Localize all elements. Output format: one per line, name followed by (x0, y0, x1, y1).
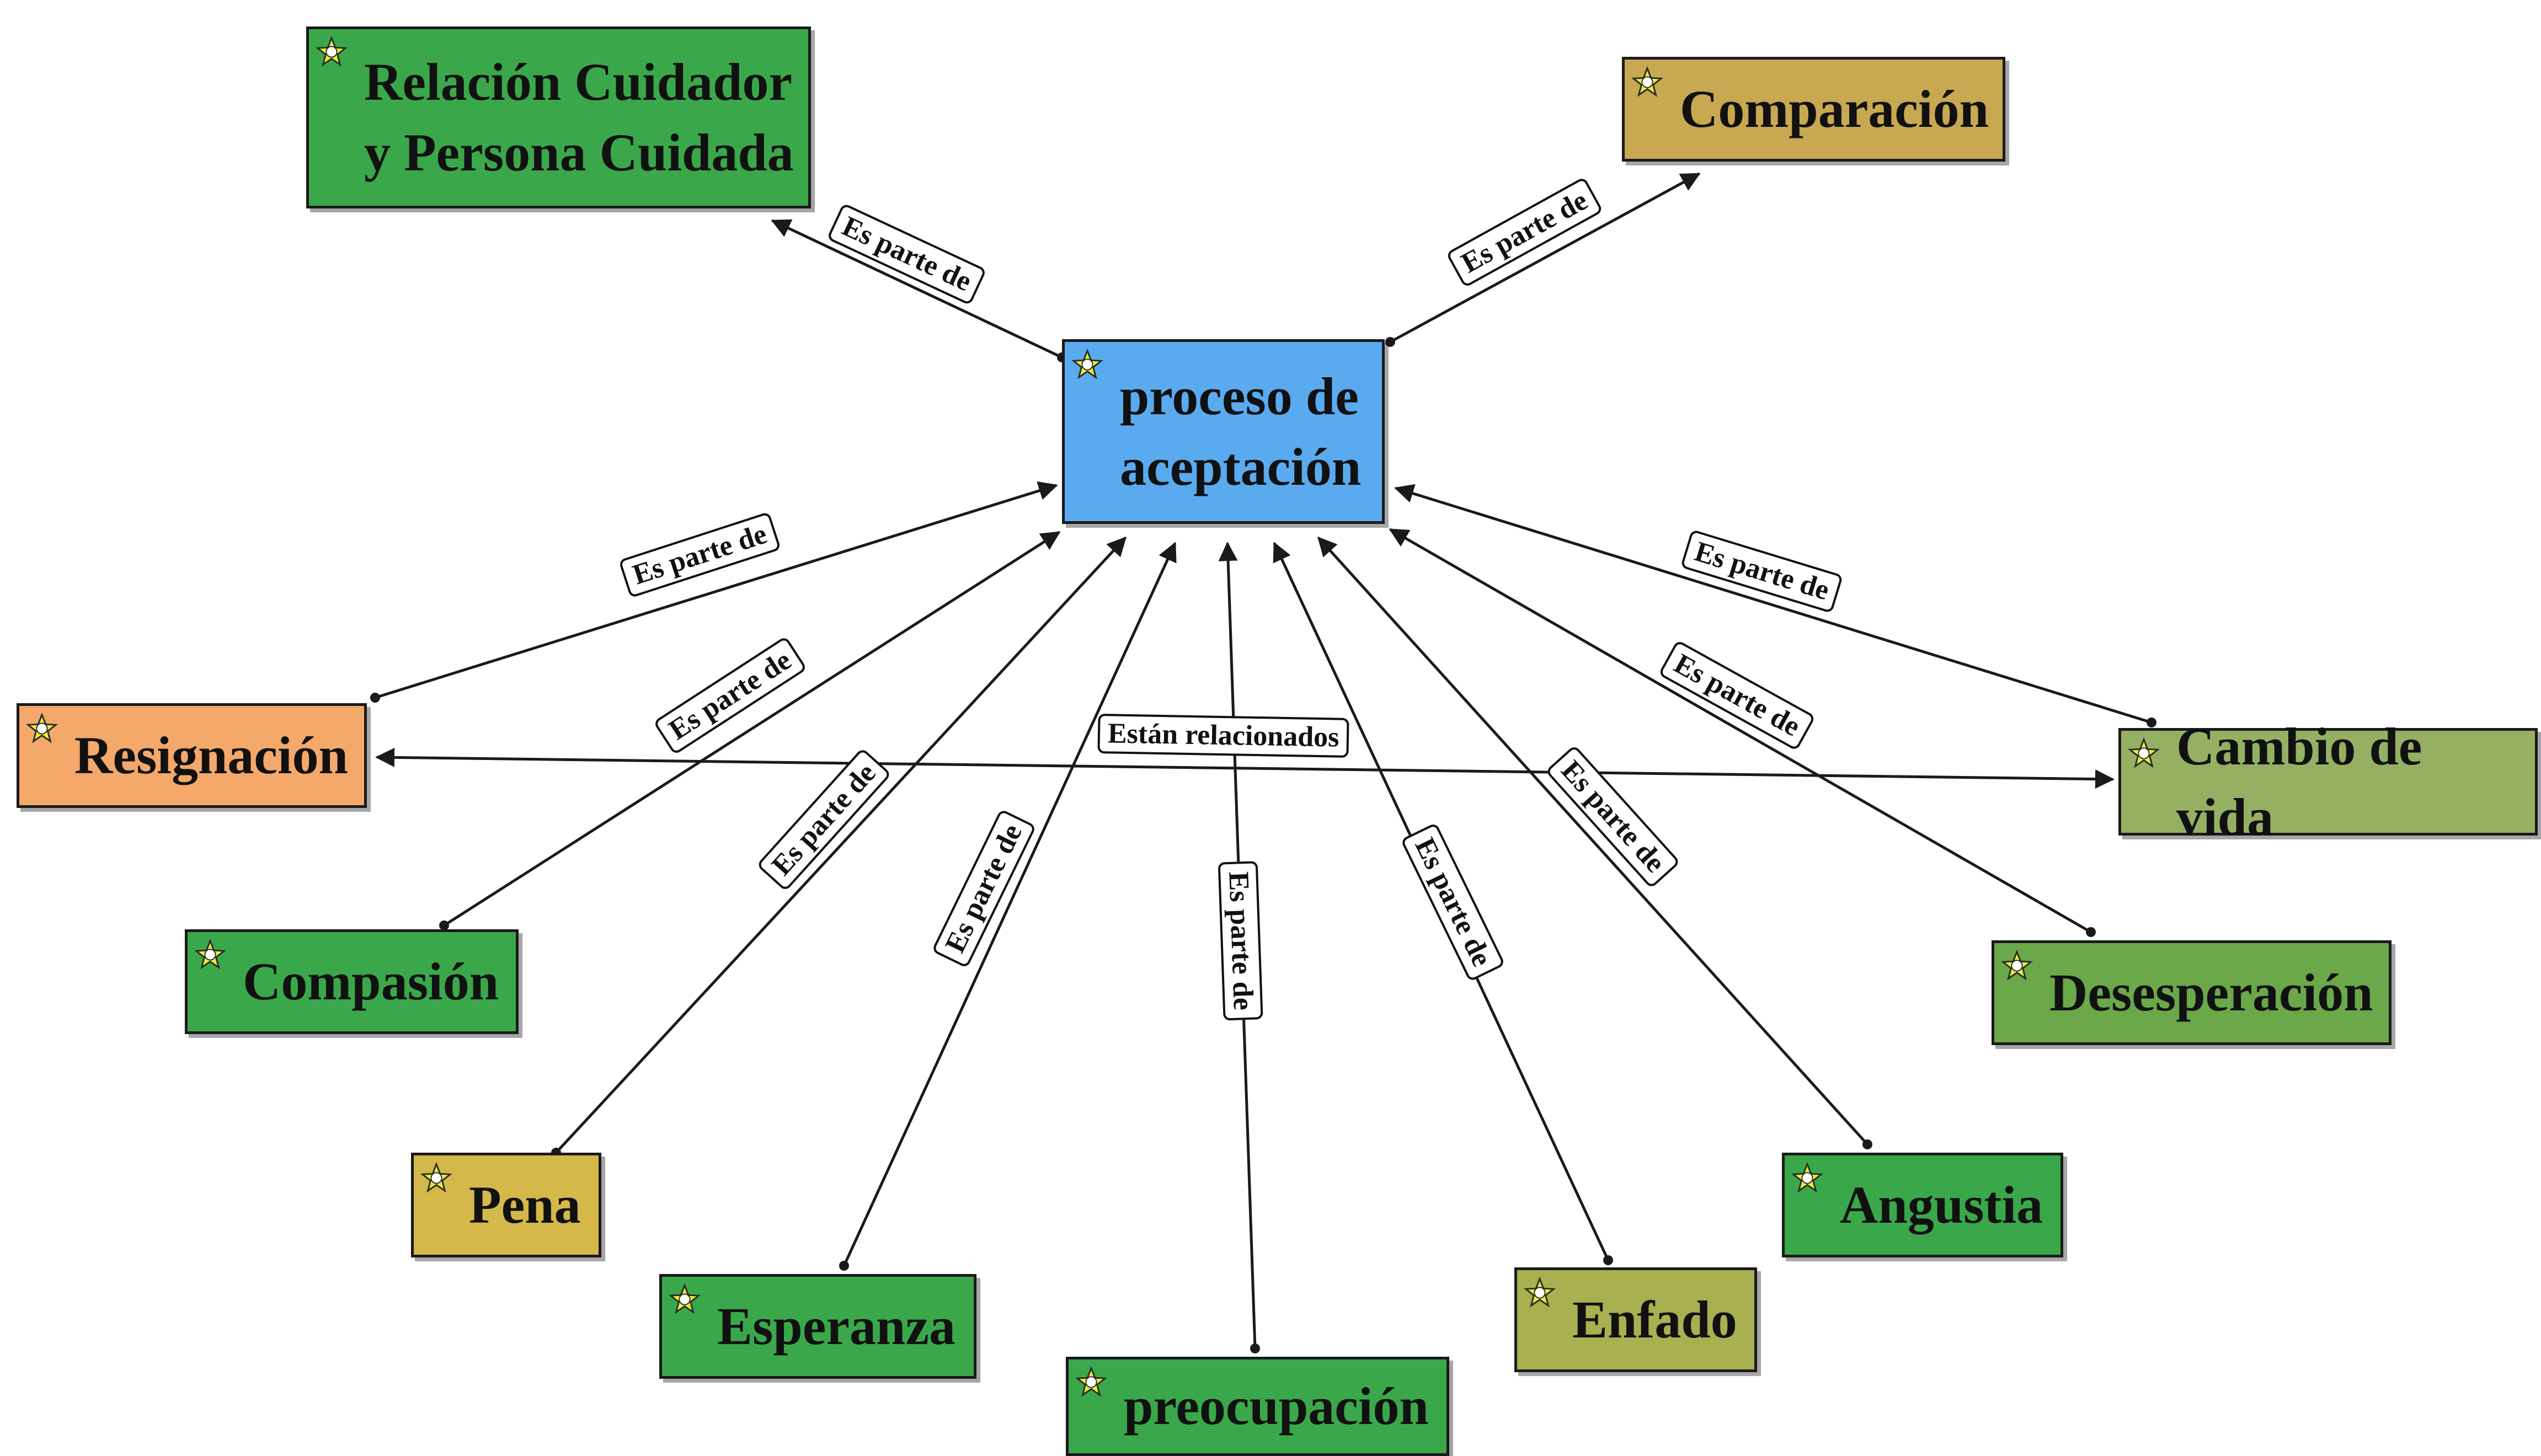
node-enfado[interactable]: Enfado (1514, 1267, 1757, 1372)
concept-bulb-icon (669, 1283, 701, 1314)
concept-bulb-icon (1071, 349, 1103, 379)
concept-bulb-icon (316, 36, 348, 67)
node-relacion-cuidador[interactable]: Relación Cuidador y Persona Cuidada (306, 26, 811, 208)
concept-bulb-icon (1524, 1277, 1556, 1308)
node-label: Enfado (1572, 1290, 1737, 1349)
concept-bulb-icon (2001, 950, 2033, 981)
node-label: Resignación (74, 726, 349, 785)
node-label: Angustia (1840, 1175, 2043, 1234)
node-cambio-de-vida[interactable]: Cambio de vida (2118, 717, 2538, 847)
node-proceso-de-aceptacion[interactable]: proceso de aceptación (1062, 339, 1385, 524)
edge-label-preocupacion: Es parte de (1218, 861, 1263, 1021)
concept-bulb-icon (26, 713, 58, 743)
node-resignacion[interactable]: Resignación (17, 703, 367, 808)
edge-resignacion-to-center (370, 481, 1058, 703)
concept-bulb-icon (1631, 66, 1663, 97)
node-label: Comparación (1680, 79, 1989, 138)
node-compasion[interactable]: Compasión (185, 929, 519, 1034)
edge-desesperacion-to-center (1389, 528, 2096, 937)
edge-pena-to-center (551, 536, 1127, 1158)
node-label: Pena (469, 1175, 581, 1234)
node-label: Compasión (243, 952, 499, 1011)
node-label: proceso de aceptación (1120, 366, 1362, 496)
edge-compasion-to-center (439, 531, 1061, 930)
edge-center-to-comparacion (1385, 172, 1701, 347)
node-pena[interactable]: Pena (411, 1153, 601, 1257)
edge-cambio-to-center (1394, 484, 2156, 727)
node-label: Desesperación (2049, 963, 2373, 1022)
node-desesperacion[interactable]: Desesperación (1992, 940, 2391, 1045)
node-esperanza[interactable]: Esperanza (659, 1274, 976, 1379)
concept-bulb-icon (1075, 1366, 1107, 1397)
node-angustia[interactable]: Angustia (1782, 1153, 2063, 1257)
node-label: Relación Cuidador y Persona Cuidada (364, 52, 794, 182)
node-label: Cambio de vida (2176, 716, 2422, 847)
node-comparacion[interactable]: Comparación (1622, 57, 2005, 162)
node-label: preocupación (1124, 1377, 1429, 1436)
node-preocupacion[interactable]: preocupación (1066, 1357, 1449, 1456)
concept-bulb-icon (1791, 1162, 1823, 1193)
node-label: Esperanza (717, 1297, 955, 1356)
concept-bulb-icon (194, 939, 226, 970)
edge-resignacion-cambio (375, 747, 2115, 789)
edge-label-related: Están relacionados (1097, 714, 1350, 758)
concept-bulb-icon (420, 1162, 452, 1193)
edge-esperanza-to-center (839, 542, 1177, 1271)
concept-bulb-icon (2128, 737, 2160, 768)
edge-angustia-to-center (1317, 536, 1872, 1149)
